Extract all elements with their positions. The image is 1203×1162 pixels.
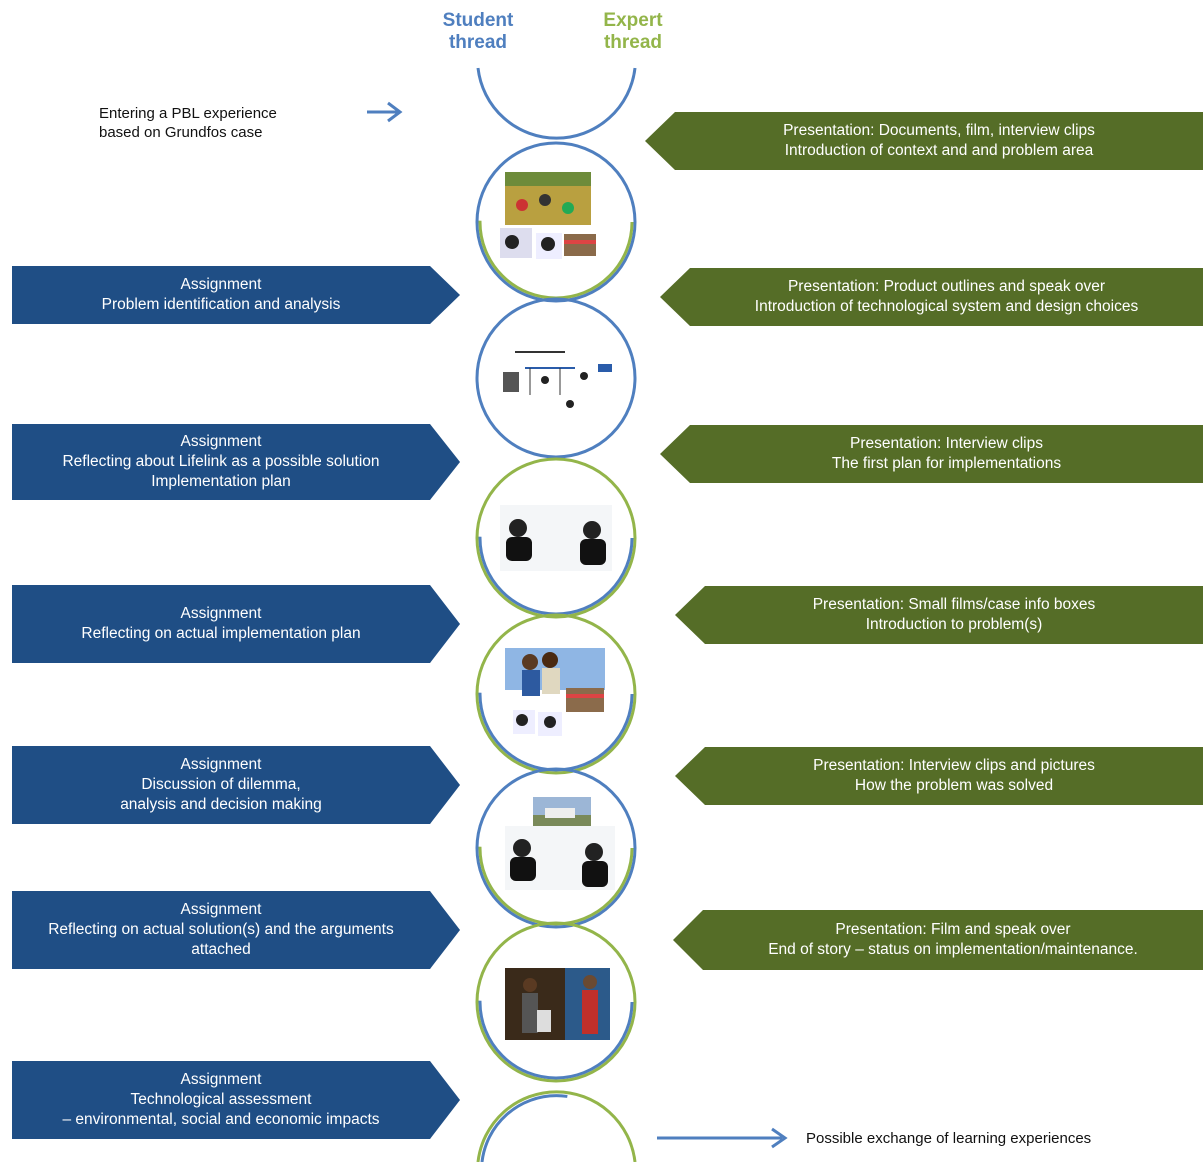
student-assignment-6: Assignment Technological assessment – en… — [12, 1061, 460, 1139]
student-assignment-4: Assignment Discussion of dilemma, analys… — [12, 746, 460, 824]
presentation-text: How the problem was solved — [854, 777, 1054, 794]
assignment-label: Assignment — [180, 756, 262, 773]
presentation-text: Introduction of technological system and… — [754, 298, 1139, 315]
assignment-text: attached — [191, 941, 251, 958]
student-assignment-2: Assignment Reflecting about Lifelink as … — [12, 424, 460, 500]
thread-circle-5 — [475, 767, 637, 929]
presentation-text: Introduction to problem(s) — [865, 616, 1043, 633]
presentation-text: End of story – status on implementation/… — [768, 941, 1138, 958]
student-thread-title: Student thread — [423, 10, 533, 54]
presentation-title: Presentation: Product outlines and speak… — [787, 278, 1106, 295]
assignment-text: Technological assessment — [130, 1091, 312, 1108]
student-assignment-3: Assignment Reflecting on actual implemen… — [12, 585, 460, 663]
expert-thread-label: Expert thread — [603, 10, 663, 53]
expert-presentation-1: Presentation: Documents, film, interview… — [645, 112, 1203, 170]
building-interview-icon — [505, 797, 615, 890]
presentation-title: Presentation: Interview clips and pictur… — [813, 757, 1095, 774]
thread-circle-6-inner — [478, 924, 634, 1080]
people-collage-icon — [505, 648, 605, 736]
expert-presentation-3: Presentation: Interview clips The first … — [660, 425, 1203, 483]
thread-circle-6 — [475, 921, 637, 1083]
entering-arrow-icon — [367, 101, 403, 123]
assignment-text: Reflecting on actual solution(s) and the… — [48, 921, 394, 938]
thread-circle-3 — [475, 457, 637, 619]
exchange-arrow-icon — [657, 1127, 788, 1149]
assignment-label: Assignment — [180, 901, 262, 918]
assignment-label: Assignment — [180, 605, 262, 622]
assignment-label: Assignment — [180, 276, 262, 293]
presentation-text: Introduction of context and and problem … — [784, 142, 1094, 159]
exchange-note: Possible exchange of learning experience… — [806, 1130, 1092, 1147]
presentation-title: Presentation: Documents, film, interview… — [783, 122, 1095, 139]
thread-circle-2 — [475, 297, 637, 459]
assignment-text: Reflecting on actual implementation plan — [81, 625, 361, 642]
assignment-text: – environmental, social and economic imp… — [62, 1111, 380, 1128]
thread-bottom-arc — [476, 1090, 637, 1162]
diagram-thumbnail-icon — [497, 340, 617, 412]
thread-circle-4 — [475, 613, 637, 775]
assignment-label: Assignment — [180, 433, 262, 450]
expert-presentation-5: Presentation: Interview clips and pictur… — [675, 747, 1203, 805]
assignment-text: Discussion of dilemma, — [141, 776, 301, 793]
presentation-title: Presentation: Film and speak over — [835, 921, 1071, 938]
assignment-label: Assignment — [180, 1071, 262, 1088]
presentation-text: The first plan for implementations — [831, 455, 1062, 472]
entering-note: Entering a PBL experience based on Grund… — [99, 105, 277, 141]
presentation-title: Presentation: Interview clips — [850, 435, 1043, 452]
workers-photo-icon — [505, 968, 610, 1040]
assignment-text: Reflecting about Lifelink as a possible … — [62, 453, 380, 470]
assignment-text: Problem identification and analysis — [101, 296, 341, 313]
expert-thread-title: Expert thread — [578, 10, 688, 54]
assignment-text: Implementation plan — [151, 473, 291, 490]
interview-photo-icon — [500, 505, 612, 571]
expert-presentation-2: Presentation: Product outlines and speak… — [660, 268, 1203, 326]
expert-presentation-4: Presentation: Small films/case info boxe… — [675, 586, 1203, 644]
student-assignment-5: Assignment Reflecting on actual solution… — [12, 891, 460, 969]
student-thread-label: Student thread — [442, 10, 514, 53]
thread-bottom-arc-inner — [480, 1094, 633, 1162]
assignment-text: analysis and decision making — [120, 796, 322, 813]
thread-circle-1 — [475, 141, 637, 303]
expert-presentation-6: Presentation: Film and speak over End of… — [673, 910, 1203, 970]
student-assignment-1: Assignment Problem identification and an… — [12, 266, 460, 324]
presentation-title: Presentation: Small films/case info boxe… — [812, 596, 1096, 613]
thread-top-arc — [476, 67, 637, 140]
photo-field-icon — [500, 172, 596, 259]
